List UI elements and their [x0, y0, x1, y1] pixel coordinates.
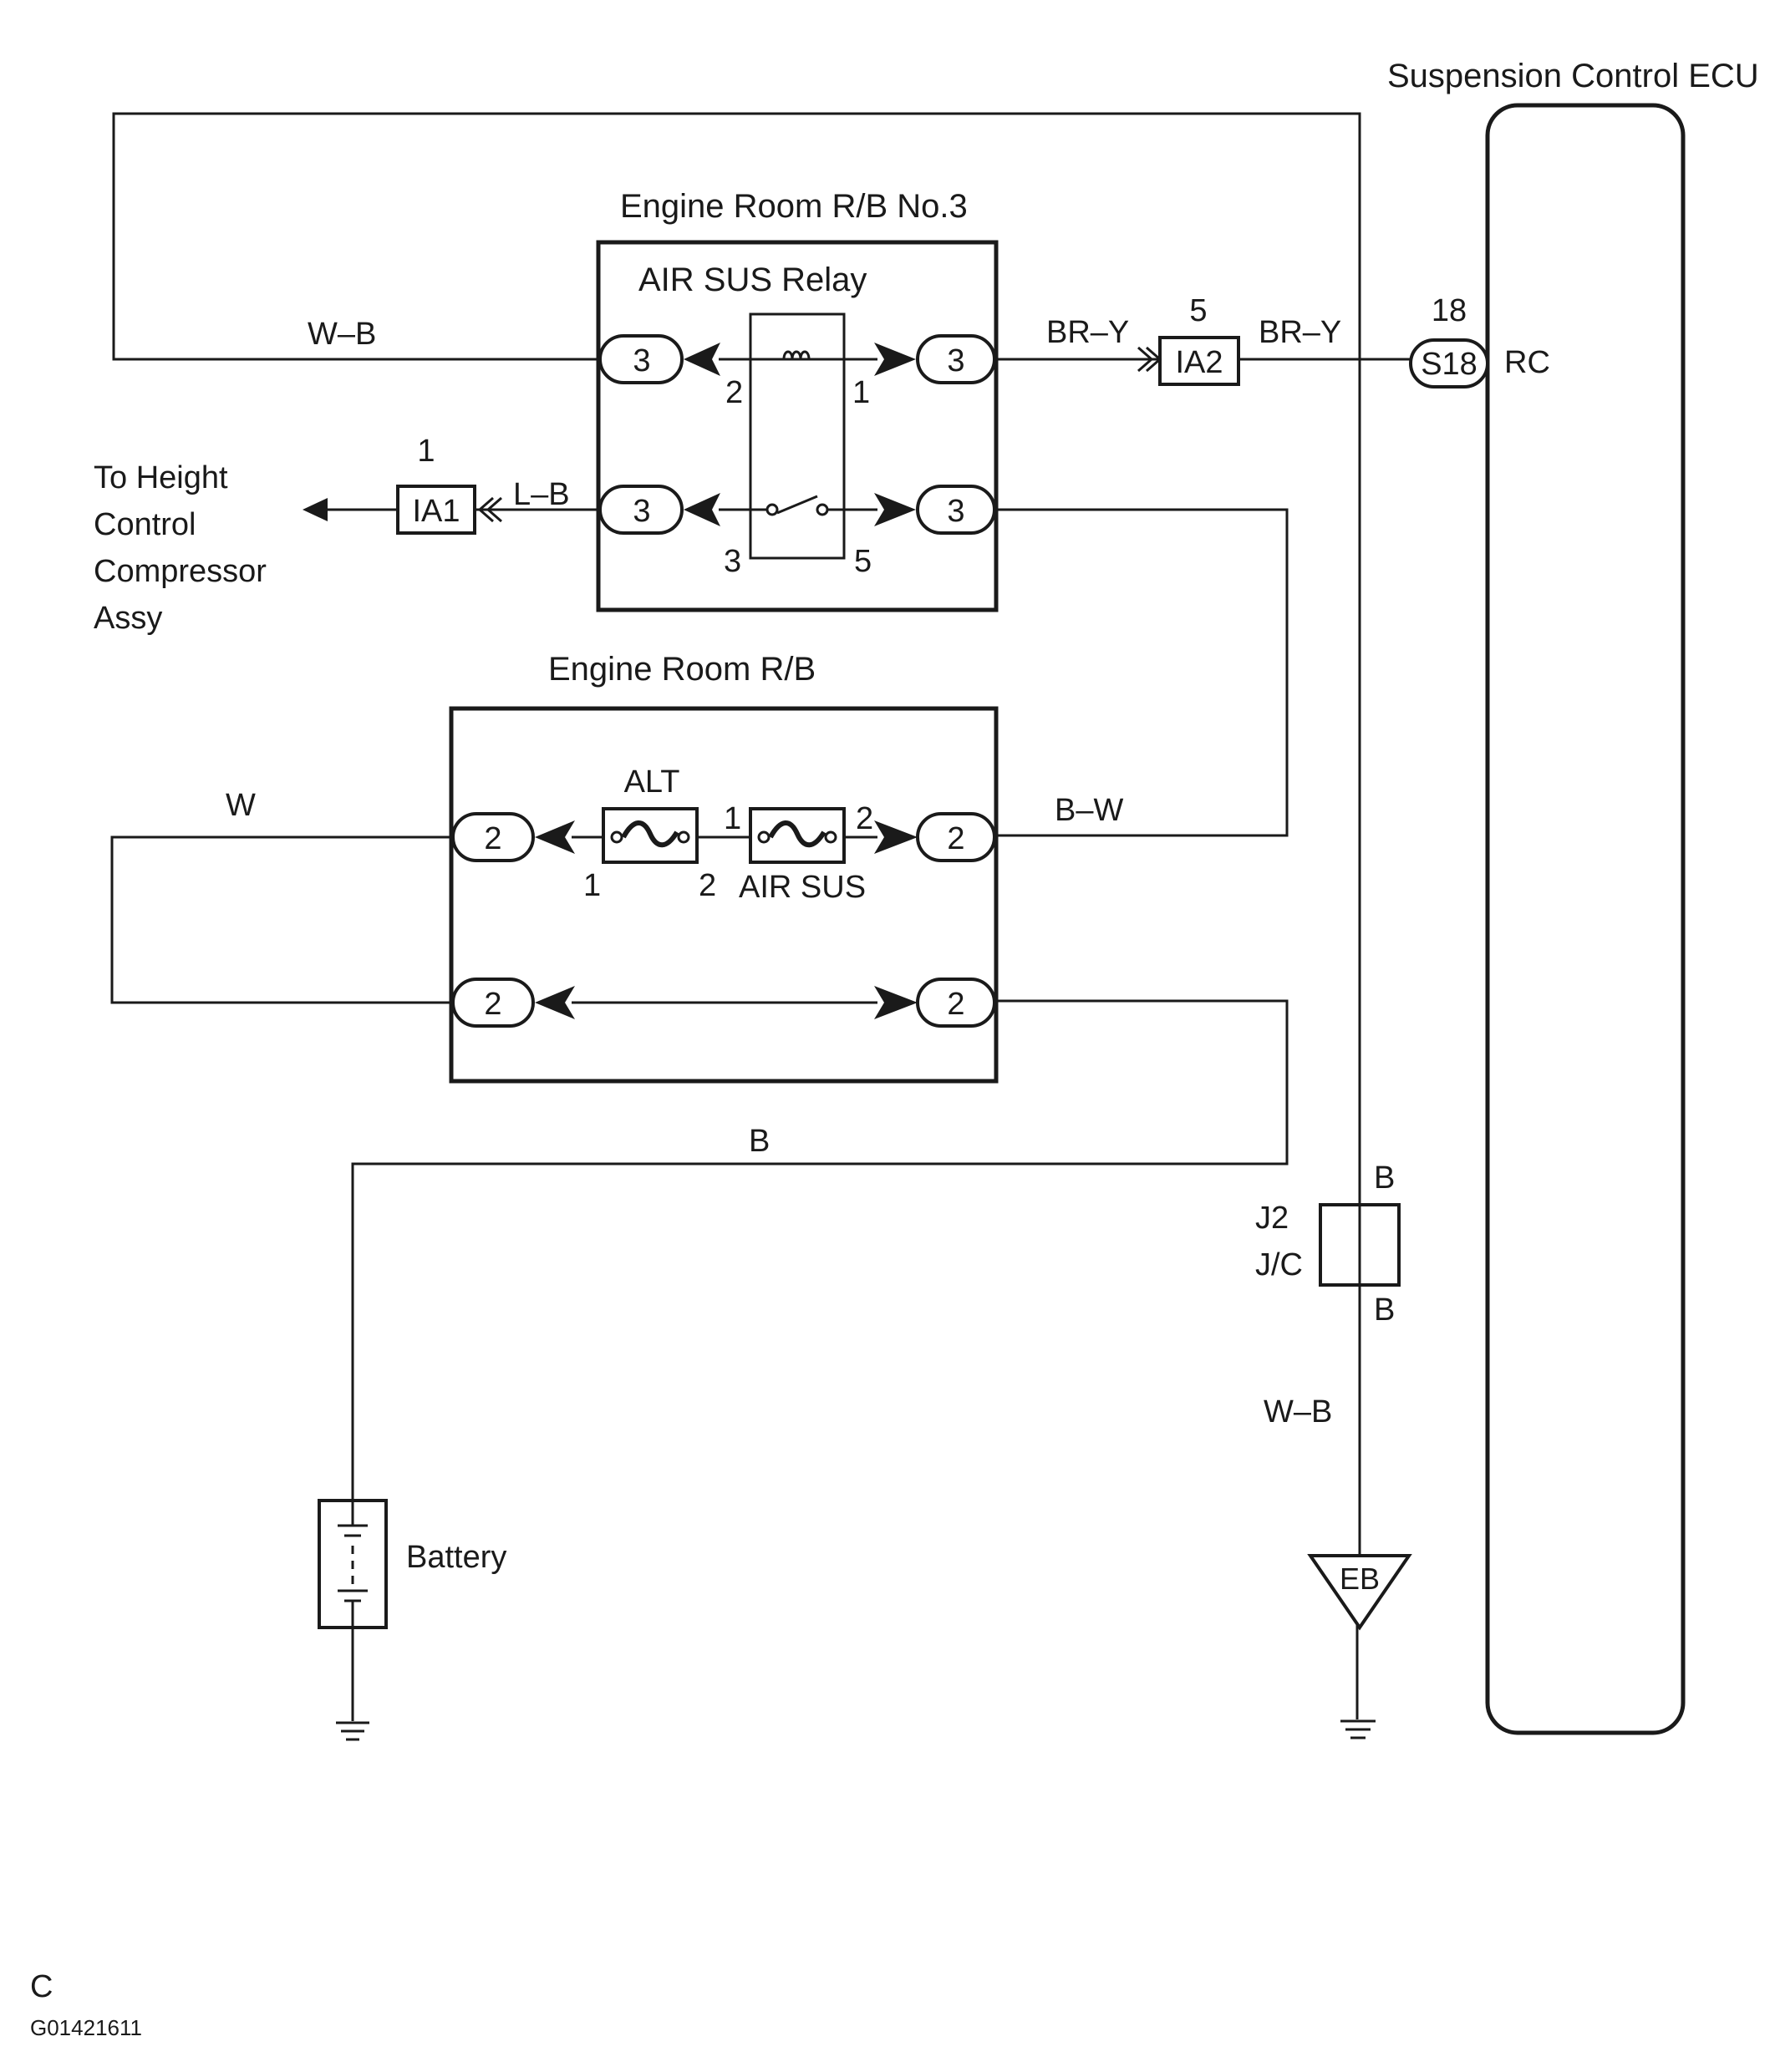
chassis-ground-icon-right	[1340, 1719, 1376, 1739]
rb-connector-right-bottom: 2	[874, 978, 996, 1028]
wire-b	[351, 999, 1289, 1501]
relay-switch-contact-left	[765, 503, 779, 516]
fuse-air-sus-pin-2: 2	[856, 801, 873, 836]
wire-w	[110, 835, 453, 1004]
fuse-air-sus-pin-1: 1	[724, 801, 741, 836]
battery-icon	[318, 1499, 388, 1629]
jc-sub: J/C	[1255, 1247, 1303, 1282]
rb-title: Engine Room R/B	[548, 651, 816, 688]
fuse-air-sus-label: AIR SUS	[739, 870, 866, 905]
fuse-alt-pin-2: 2	[699, 868, 716, 903]
fuse-air-sus	[749, 807, 846, 864]
fuse-alt-label: ALT	[624, 764, 680, 800]
wires	[110, 112, 1411, 1721]
relay-pin-1: 1	[852, 375, 870, 410]
connector-ia2-label: IA2	[1175, 345, 1223, 380]
chassis-ground-icon-left	[336, 1721, 369, 1741]
fuse-alt-pin-1: 1	[583, 868, 601, 903]
wire-label-b-bottom: B	[749, 1124, 770, 1159]
footer-letter: C	[30, 1969, 53, 2004]
wire-wb-loop	[112, 112, 1361, 1554]
wire-bw	[994, 508, 1289, 837]
wire-label-bry-left: BR–Y	[1046, 315, 1129, 350]
rb3-connector-right-bottom: 3	[874, 485, 996, 535]
rb-connector-left-bottom: 2	[451, 978, 575, 1028]
ecu-title: Suspension Control ECU	[1387, 58, 1759, 94]
wire-label-wb-bottom: W–B	[1264, 1394, 1332, 1430]
svg-text:2: 2	[947, 821, 964, 856]
svg-text:3: 3	[633, 494, 650, 529]
rb3-connector-left-top: 3	[598, 334, 720, 384]
engine-room-rb-box	[449, 706, 999, 1084]
svg-text:2: 2	[484, 821, 501, 856]
junction-connector-j2	[1319, 1203, 1401, 1287]
connector-s18-pin: 18	[1432, 293, 1467, 328]
svg-text:2: 2	[947, 987, 964, 1022]
connector-s18-label: S18	[1421, 347, 1477, 382]
connector-ia2: IA2	[1137, 336, 1240, 386]
engine-room-rb3-box	[596, 240, 999, 612]
wire-label-w: W	[226, 788, 256, 823]
air-sus-relay-body	[749, 312, 846, 560]
ground-eb-icon	[1307, 1554, 1412, 1631]
compressor-label-4: Assy	[94, 601, 162, 636]
wire-label-lb: L–B	[513, 477, 570, 512]
relay-coil-icon	[782, 350, 811, 360]
rb-connector-right-top: 2	[874, 812, 996, 862]
suspension-ecu-block	[1485, 103, 1686, 1735]
jc-name: J2	[1255, 1201, 1289, 1236]
ground-eb-label: EB	[1340, 1562, 1380, 1596]
wire-label-wb-top: W–B	[308, 317, 376, 352]
wire-label-b-jc-bottom: B	[1374, 1292, 1395, 1328]
svg-text:2: 2	[484, 987, 501, 1022]
svg-text:3: 3	[633, 343, 650, 378]
wire-label-bw: B–W	[1055, 793, 1123, 828]
battery-label: Battery	[406, 1540, 506, 1575]
connector-ia1-label: IA1	[412, 494, 460, 529]
relay-switch-contact-right	[816, 503, 829, 516]
rb3-connector-right-top: 3	[874, 334, 996, 384]
compressor-label-2: Control	[94, 507, 196, 542]
svg-text:3: 3	[947, 343, 964, 378]
wire-label-bry-right: BR–Y	[1259, 315, 1341, 350]
rb3-connector-left-bottom: 3	[598, 485, 720, 535]
footer-code: G01421611	[30, 2015, 142, 2040]
connector-ia1: IA1	[396, 485, 502, 535]
connector-ia1-pin: 1	[417, 434, 435, 469]
fuse-alt	[602, 807, 699, 864]
connector-s18	[1409, 338, 1489, 388]
compressor-label-1: To Height	[94, 460, 228, 495]
relay-pin-2: 2	[725, 375, 743, 410]
arrow-to-compressor-icon	[303, 498, 328, 521]
relay-pin-3: 3	[724, 544, 741, 579]
rb3-title: Engine Room R/B No.3	[620, 188, 968, 225]
rb-connector-left-top: 2	[451, 812, 575, 862]
compressor-label-3: Compressor	[94, 554, 267, 589]
relay-switch-blade	[776, 495, 818, 515]
connector-ia2-pin: 5	[1189, 293, 1207, 328]
relay-title: AIR SUS Relay	[638, 262, 867, 298]
svg-text:3: 3	[947, 494, 964, 529]
relay-pin-5: 5	[854, 544, 872, 579]
wire-label-b-jc-top: B	[1374, 1160, 1395, 1196]
connector-s18-terminal: RC	[1504, 345, 1550, 380]
